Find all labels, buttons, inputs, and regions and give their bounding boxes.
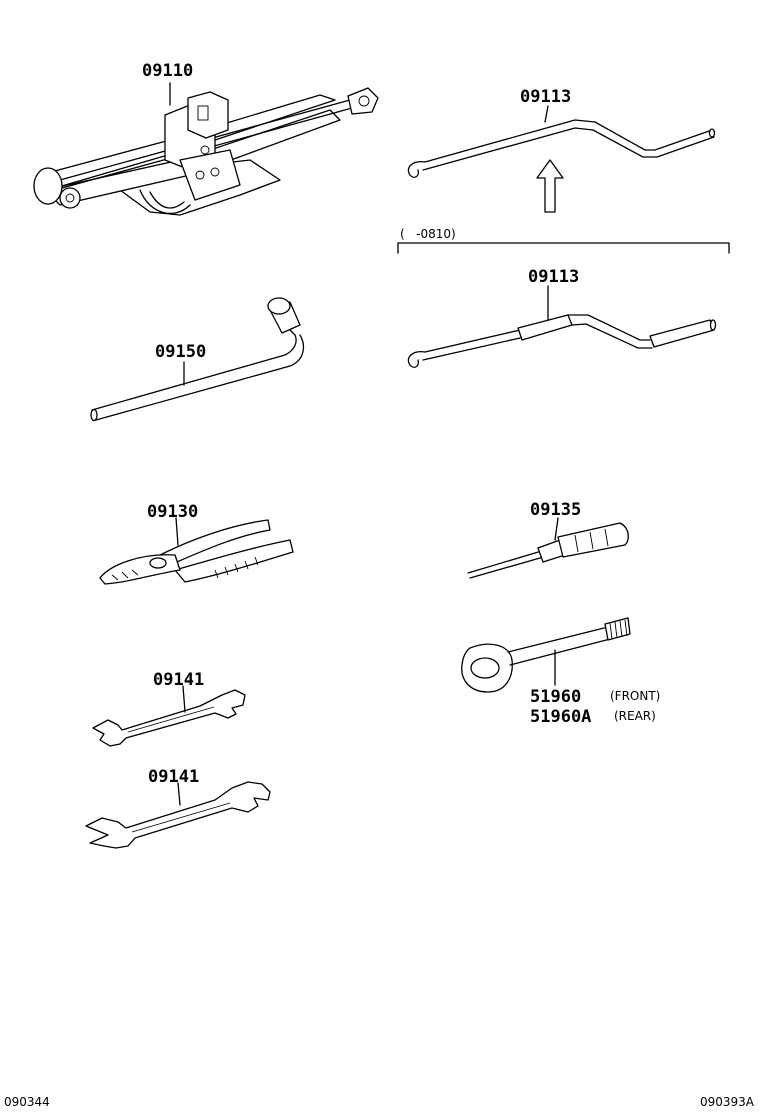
part-label-towing-eye-front: 51960	[530, 687, 581, 707]
part-label-jack: 09110	[142, 61, 193, 81]
jack-handle-lower-illustration	[407, 285, 717, 368]
lug-wrench-illustration	[90, 297, 305, 422]
scissor-jack-illustration	[33, 82, 379, 216]
part-label-wrench-large: 09141	[148, 767, 199, 787]
footer-left-code: 090344	[4, 1095, 50, 1109]
date-range-label: ( -0810)	[400, 227, 456, 241]
screwdriver-illustration	[467, 517, 629, 579]
pliers-illustration	[99, 517, 294, 585]
part-label-screwdriver: 09135	[530, 500, 581, 520]
part-label-lug-wrench: 09150	[155, 342, 206, 362]
towing-eye-illustration	[461, 617, 631, 693]
part-label-wrench-small: 09141	[153, 670, 204, 690]
footer-right-code: 090393A	[700, 1095, 755, 1109]
part-label-towing-eye-rear: 51960A	[530, 707, 591, 727]
part-label-jack-handle-upper: 09113	[520, 87, 571, 107]
part-label-jack-handle-lower: 09113	[528, 267, 579, 287]
wrench-small-illustration	[92, 685, 246, 747]
date-range-bracket	[397, 242, 730, 254]
part-label-pliers: 09130	[147, 502, 198, 522]
up-arrow-icon	[536, 159, 564, 213]
jack-handle-upper-illustration	[407, 105, 716, 178]
towing-eye-rear-note: (REAR)	[614, 709, 656, 723]
wrench-large-illustration	[85, 781, 271, 849]
towing-eye-front-note: (FRONT)	[610, 689, 660, 703]
